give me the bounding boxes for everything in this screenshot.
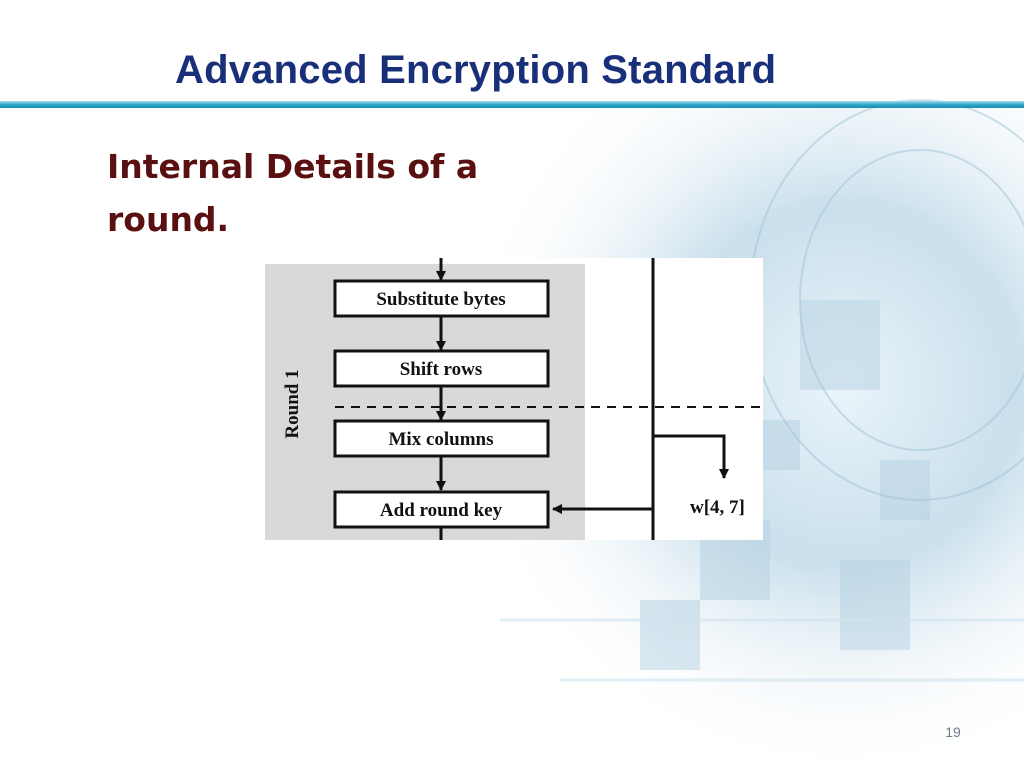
key-branch-arrow: [653, 434, 729, 479]
key-label: w[4, 7]: [690, 497, 745, 518]
page-number: 19: [945, 724, 961, 740]
svg-text:Add round key: Add round key: [380, 500, 503, 521]
title-divider: [0, 101, 1024, 108]
round-label: Round 1: [282, 369, 303, 438]
aes-round-diagram: Round 1 Substitute bytes Shift rows Mix …: [265, 258, 763, 540]
svg-text:Substitute bytes: Substitute bytes: [376, 289, 505, 310]
slide-title: Advanced Encryption Standard: [175, 48, 777, 92]
step-mix-columns: Mix columns: [333, 419, 550, 458]
step-add-round-key: Add round key: [333, 490, 550, 529]
svg-text:Shift rows: Shift rows: [400, 359, 483, 380]
svg-text:Mix columns: Mix columns: [388, 429, 493, 450]
step-shift-rows: Shift rows: [333, 349, 550, 388]
slide-subtitle: Internal Details of a round.: [107, 147, 479, 239]
step-substitute-bytes: Substitute bytes: [333, 279, 550, 318]
